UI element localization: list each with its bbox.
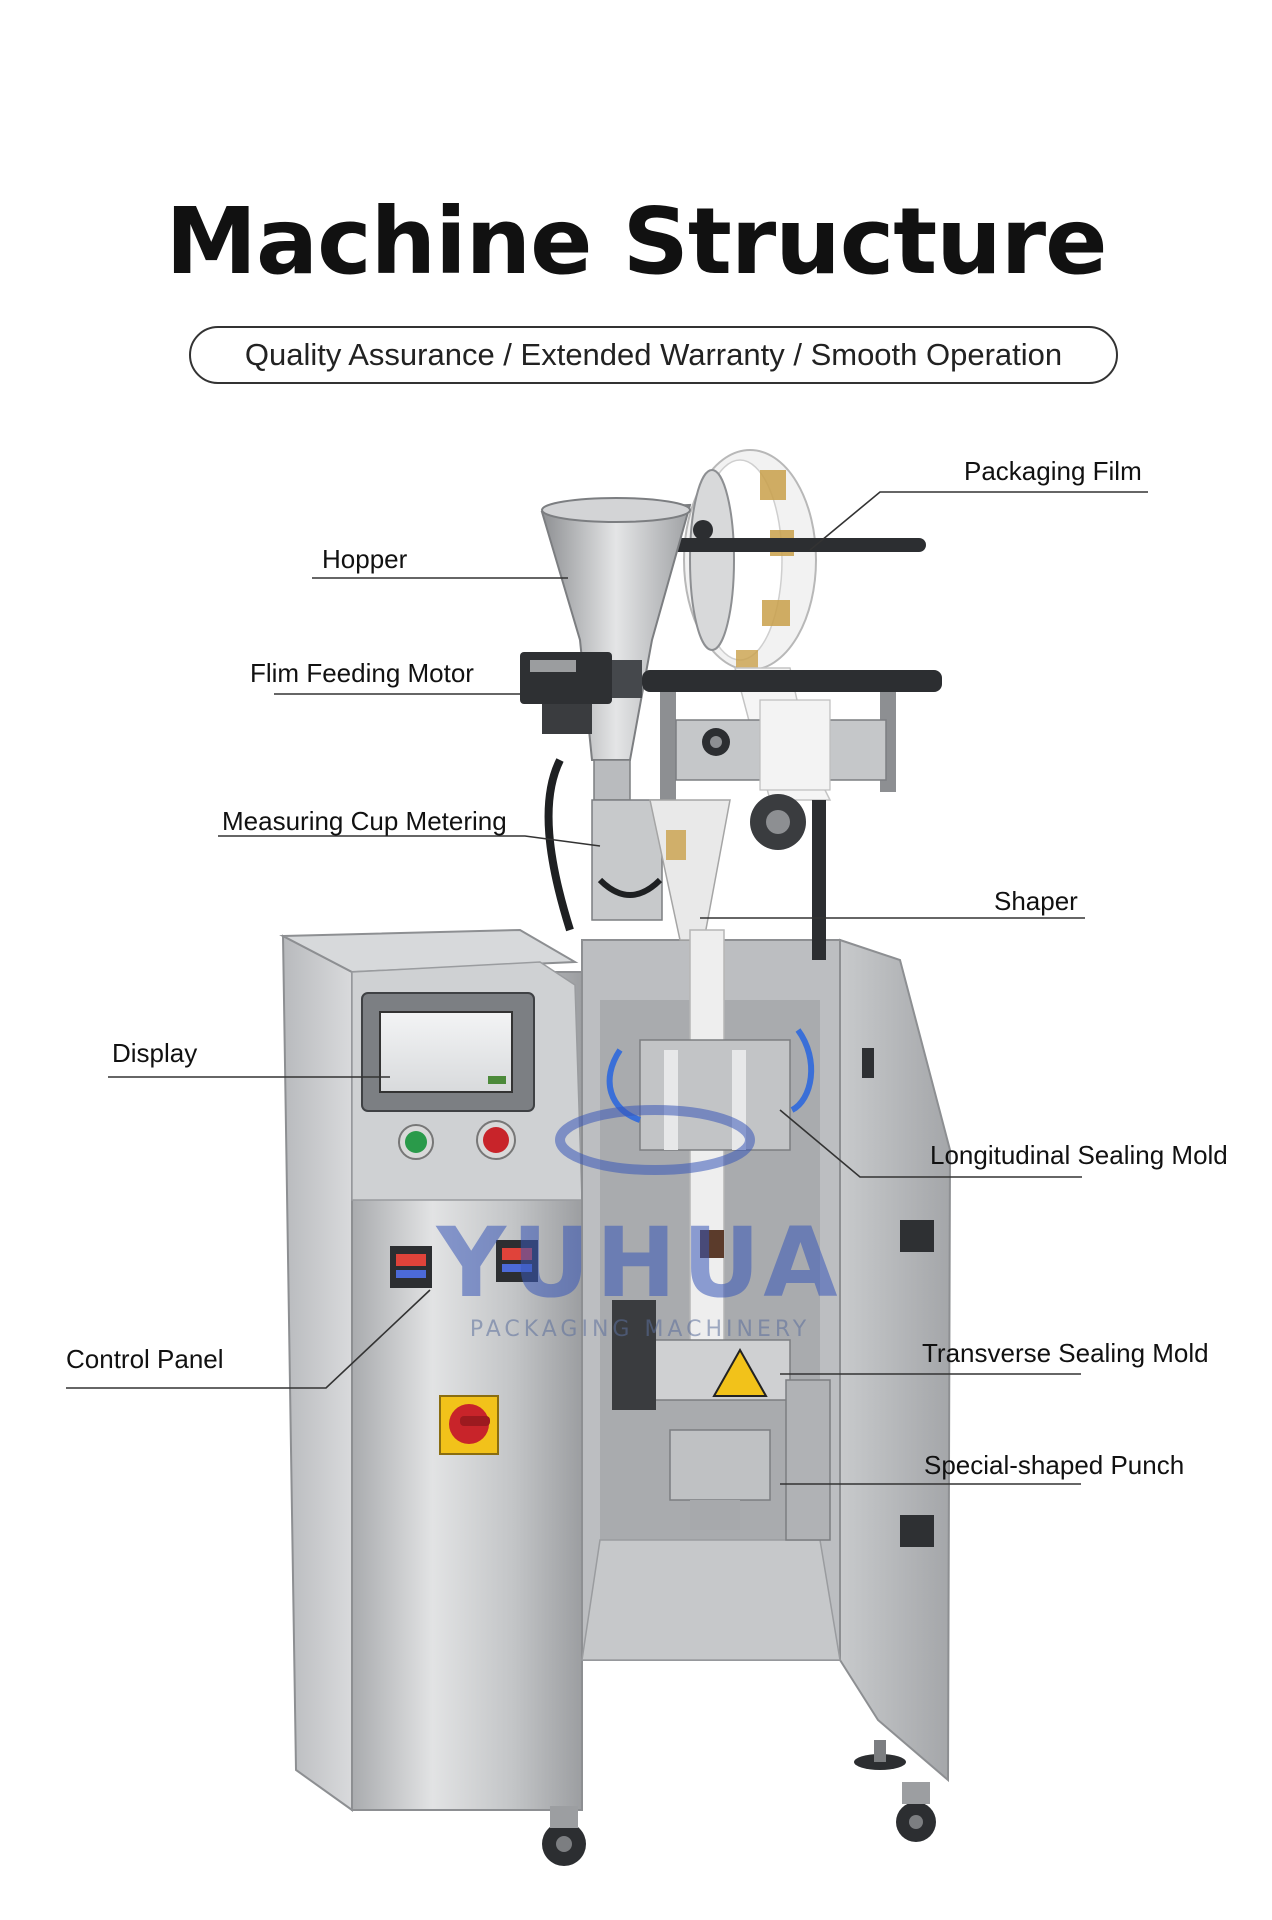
temp-controller-left (390, 1246, 432, 1288)
label-film-feeding-motor: Flim Feeding Motor (250, 658, 474, 688)
temp-controller-right (496, 1240, 538, 1282)
longitudinal-sealer (606, 1028, 815, 1151)
door-latch (862, 1048, 874, 1078)
film-guide-frame (642, 670, 942, 960)
main-power-switch (439, 1395, 499, 1455)
cabinet-top (279, 928, 579, 974)
label-longitudinal-sealing: Longitudinal Sealing Mold (930, 1140, 1228, 1170)
floor-tray (581, 1539, 841, 1661)
label-measuring-cup: Measuring Cup Metering (222, 806, 507, 836)
watermark-sub: PACKAGING MACHINERY (470, 1317, 810, 1342)
label-transverse-sealing: Transverse Sealing Mold (922, 1338, 1209, 1368)
leader-longitudinal-sealing (779, 1109, 1082, 1178)
leader-lines (66, 491, 1148, 1485)
label-display: Display (112, 1038, 198, 1068)
leader-packaging-film (809, 491, 1148, 551)
emergency-stop-button (476, 1120, 516, 1160)
special-shaped-punch (669, 1379, 831, 1541)
leader-control-panel (66, 1289, 431, 1389)
door-hinge-top (900, 1220, 934, 1252)
touch-display (361, 992, 535, 1112)
watermark-brand: YUHUA (435, 1207, 843, 1319)
label-control-panel: Control Panel (66, 1344, 224, 1374)
measuring-cup-assembly (544, 758, 731, 941)
hopper (540, 497, 692, 801)
transverse-sealer (612, 1300, 791, 1410)
page-title: Machine Structure (165, 188, 1107, 295)
label-hopper: Hopper (322, 544, 408, 574)
door-hinge-bottom (900, 1515, 934, 1547)
film-feeding-motor (520, 652, 642, 734)
leader-measuring-cup (218, 835, 601, 847)
casters (542, 1740, 936, 1866)
label-packaging-film: Packaging Film (964, 456, 1142, 486)
start-button (398, 1124, 434, 1160)
label-special-punch: Special-shaped Punch (924, 1450, 1185, 1480)
brand-watermark: YUHUA PACKAGING MACHINERY (435, 1105, 843, 1342)
label-shaper: Shaper (994, 886, 1078, 916)
tagline-badge: Quality Assurance / Extended Warranty / … (189, 326, 1118, 384)
